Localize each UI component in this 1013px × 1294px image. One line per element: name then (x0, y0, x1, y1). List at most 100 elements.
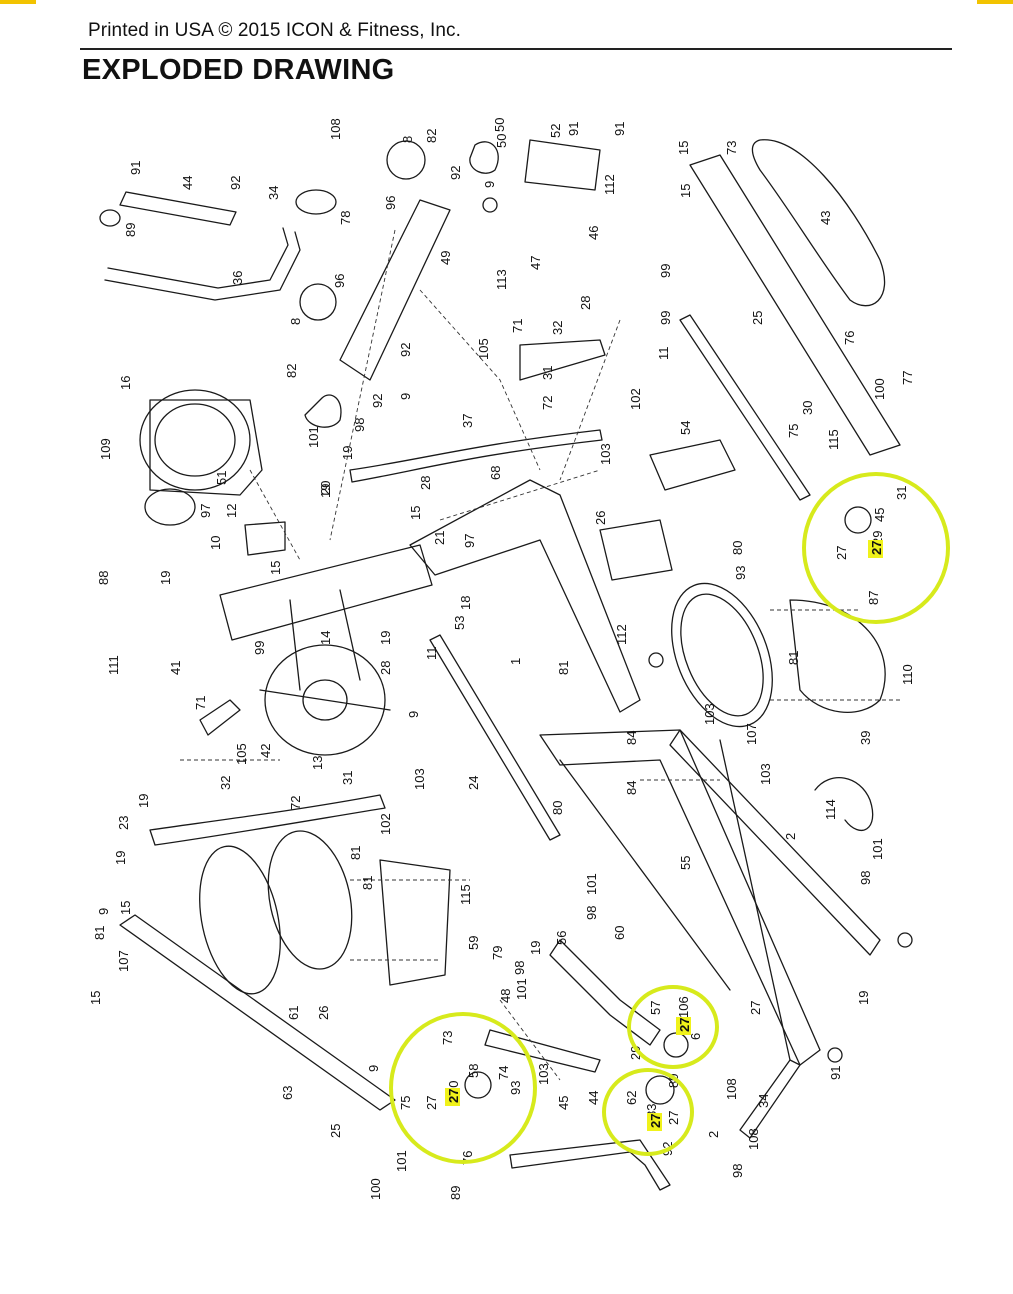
part-callout: 82 (284, 364, 299, 378)
part-callout: 112 (614, 624, 629, 645)
part-callout: 34 (266, 186, 281, 200)
part-callout: 81 (348, 846, 363, 860)
part-callout: 92 (228, 176, 243, 190)
part-callout: 19 (136, 794, 151, 808)
part-callout: 9 (96, 908, 111, 915)
part-callout: 14 (318, 631, 333, 645)
part-callout: 92 (448, 166, 463, 180)
part-callout: 98 (512, 961, 527, 975)
part-callout: 115 (458, 884, 473, 905)
part-callout: 55 (678, 856, 693, 870)
part-callout: 102 (628, 388, 643, 410)
highlight-label-bg (647, 1113, 662, 1131)
part-callout: 56 (554, 931, 569, 945)
part-callout: 27 (748, 1001, 763, 1015)
part-callout: 100 (872, 378, 887, 400)
part-callout: 39 (858, 731, 873, 745)
part-callout: 74 (496, 1066, 511, 1080)
part-callout: 27 (834, 546, 849, 560)
part-callout: 105 (476, 338, 491, 360)
part-callout: 81 (786, 651, 801, 665)
highlight-label-bg (868, 540, 883, 558)
part-callout: 73 (724, 141, 739, 155)
part-callout: 6 (688, 1033, 703, 1040)
part-callout: 31 (540, 366, 555, 380)
part-callout: 93 (733, 566, 748, 580)
highlight-ring (389, 1012, 537, 1164)
part-callout: 98 (584, 906, 599, 920)
part-callout: 89 (123, 223, 138, 237)
part-callout: 103 (412, 768, 427, 790)
part-callout: 71 (193, 696, 208, 710)
part-callout: 87 (866, 591, 881, 605)
part-callout: 16 (118, 376, 133, 390)
part-callout: 21 (432, 531, 447, 545)
part-callout: 9 (406, 711, 421, 718)
part-callout: 91 (128, 161, 143, 175)
corner-mark-right (977, 0, 1013, 4)
part-callout: 57 (648, 1001, 663, 1015)
part-callout: 72 (288, 796, 303, 810)
part-callout: 99 (252, 641, 267, 655)
part-callout: 26 (316, 1006, 331, 1020)
part-callout: 81 (92, 926, 107, 940)
part-callout: 103 (758, 763, 773, 785)
part-callout: 52 (548, 124, 563, 138)
print-line: Printed in USA © 2015 ICON & Fitness, In… (88, 20, 462, 41)
part-callout: 100 (368, 1178, 383, 1200)
part-callout: 15 (118, 901, 133, 915)
part-callout: 108 (724, 1078, 739, 1100)
part-callout: 92 (370, 394, 385, 408)
part-callout: 103 (536, 1063, 551, 1085)
part-callout: 98 (352, 418, 367, 432)
part-callout: 101 (394, 1150, 409, 1172)
part-linework (99, 139, 913, 1191)
part-callout: 13 (310, 756, 325, 770)
part-callout: 96 (383, 196, 398, 210)
part-callout: 82 (424, 129, 439, 143)
part-callout: 101 (584, 873, 599, 895)
part-callout: 26 (593, 511, 608, 525)
part-callout: 89 (448, 1186, 463, 1200)
part-callout: 103 (702, 703, 717, 725)
part-callout: 68 (488, 466, 503, 480)
part-callout: 34 (756, 1094, 771, 1108)
part-callout: 61 (286, 1006, 301, 1020)
part-callout: 71 (510, 319, 525, 333)
part-callout: 19 (856, 991, 871, 1005)
part-callout: 31 (340, 771, 355, 785)
part-callout: 99 (658, 264, 673, 278)
part-callout: 108 (746, 1128, 761, 1150)
part-callout: 15 (408, 506, 423, 520)
part-callout: 54 (678, 421, 693, 435)
part-callout: 76 (842, 331, 857, 345)
part-callout: 97 (198, 504, 213, 518)
part-callout: 50 (494, 134, 509, 148)
part-callout: 31 (894, 486, 909, 500)
part-callout: 77 (900, 371, 915, 385)
part-callout: 41 (168, 661, 183, 675)
part-callout: 113 (494, 269, 509, 290)
highlight-label-bg (445, 1088, 460, 1106)
part-callout: 12 (224, 504, 239, 518)
part-callout: 91 (828, 1066, 843, 1080)
part-callout: 44 (180, 176, 195, 190)
part-callout: 15 (676, 141, 691, 155)
highlighted-part-callout: 27 (677, 1018, 692, 1032)
part-callout: 101 (870, 838, 885, 860)
part-callout: 36 (230, 271, 245, 285)
part-callout: 73 (440, 1031, 455, 1045)
part-callout: 27 (424, 1096, 439, 1110)
header-rule (80, 48, 952, 50)
part-callout: 9 (482, 181, 497, 188)
part-callout: 32 (218, 776, 233, 790)
part-callout: 59 (466, 936, 481, 950)
part-callout: 60 (612, 926, 627, 940)
part-callout: 18 (458, 596, 473, 610)
part-callout: 84 (624, 781, 639, 795)
part-callout: 115 (826, 429, 841, 450)
highlight-label-bg (676, 1017, 691, 1035)
part-callout: 80 (730, 541, 745, 555)
part-callout: 30 (800, 401, 815, 415)
part-callout: 19 (158, 571, 173, 585)
